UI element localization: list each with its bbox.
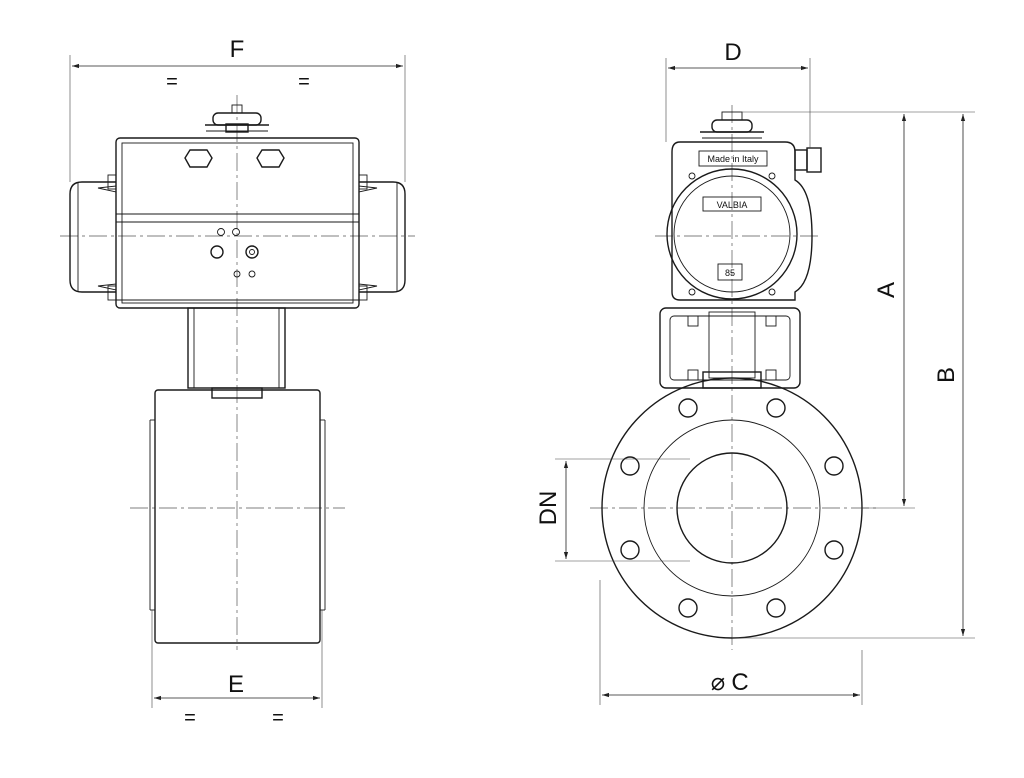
- dimension-D: D: [665, 39, 811, 148]
- side-mounting-bracket: [659, 307, 801, 389]
- side-view: Made in Italy VALBIA 85: [535, 39, 975, 705]
- size-label: 85: [725, 268, 735, 278]
- dim-label-B: B: [933, 367, 960, 383]
- dim-label-DN: DN: [535, 491, 562, 526]
- actuator-end-caps: [69, 174, 406, 301]
- dimension-C: ⌀ C: [599, 580, 863, 705]
- dim-label-A: A: [873, 282, 900, 298]
- actuator-side-housing: Made in Italy VALBIA 85: [666, 141, 822, 301]
- dimension-B: B: [732, 111, 975, 639]
- dim-label-E: E: [228, 671, 244, 698]
- mounting-bracket: [187, 307, 286, 399]
- dim-label-F: F: [230, 36, 245, 63]
- dim-label-C: C: [731, 669, 748, 696]
- actuator-position-indicator: [205, 104, 269, 133]
- brand-label: VALBIA: [717, 200, 748, 210]
- equal-mark: =: [184, 707, 196, 729]
- front-view: F = = E = =: [60, 36, 415, 729]
- diameter-symbol: ⌀: [711, 669, 725, 696]
- actuator-body: [115, 137, 360, 309]
- dim-label-D: D: [724, 39, 741, 66]
- equal-mark: =: [298, 71, 310, 93]
- made-in-label: Made in Italy: [707, 154, 759, 164]
- valve-body-front: [149, 389, 326, 644]
- dimension-E: E = =: [151, 610, 323, 729]
- dimension-DN: DN: [535, 458, 690, 562]
- equal-mark: =: [166, 71, 178, 93]
- side-position-indicator: [700, 111, 764, 139]
- dimension-A: A: [740, 111, 915, 509]
- equal-mark: =: [272, 707, 284, 729]
- flange: [601, 377, 863, 639]
- dimension-F: F = =: [69, 36, 406, 182]
